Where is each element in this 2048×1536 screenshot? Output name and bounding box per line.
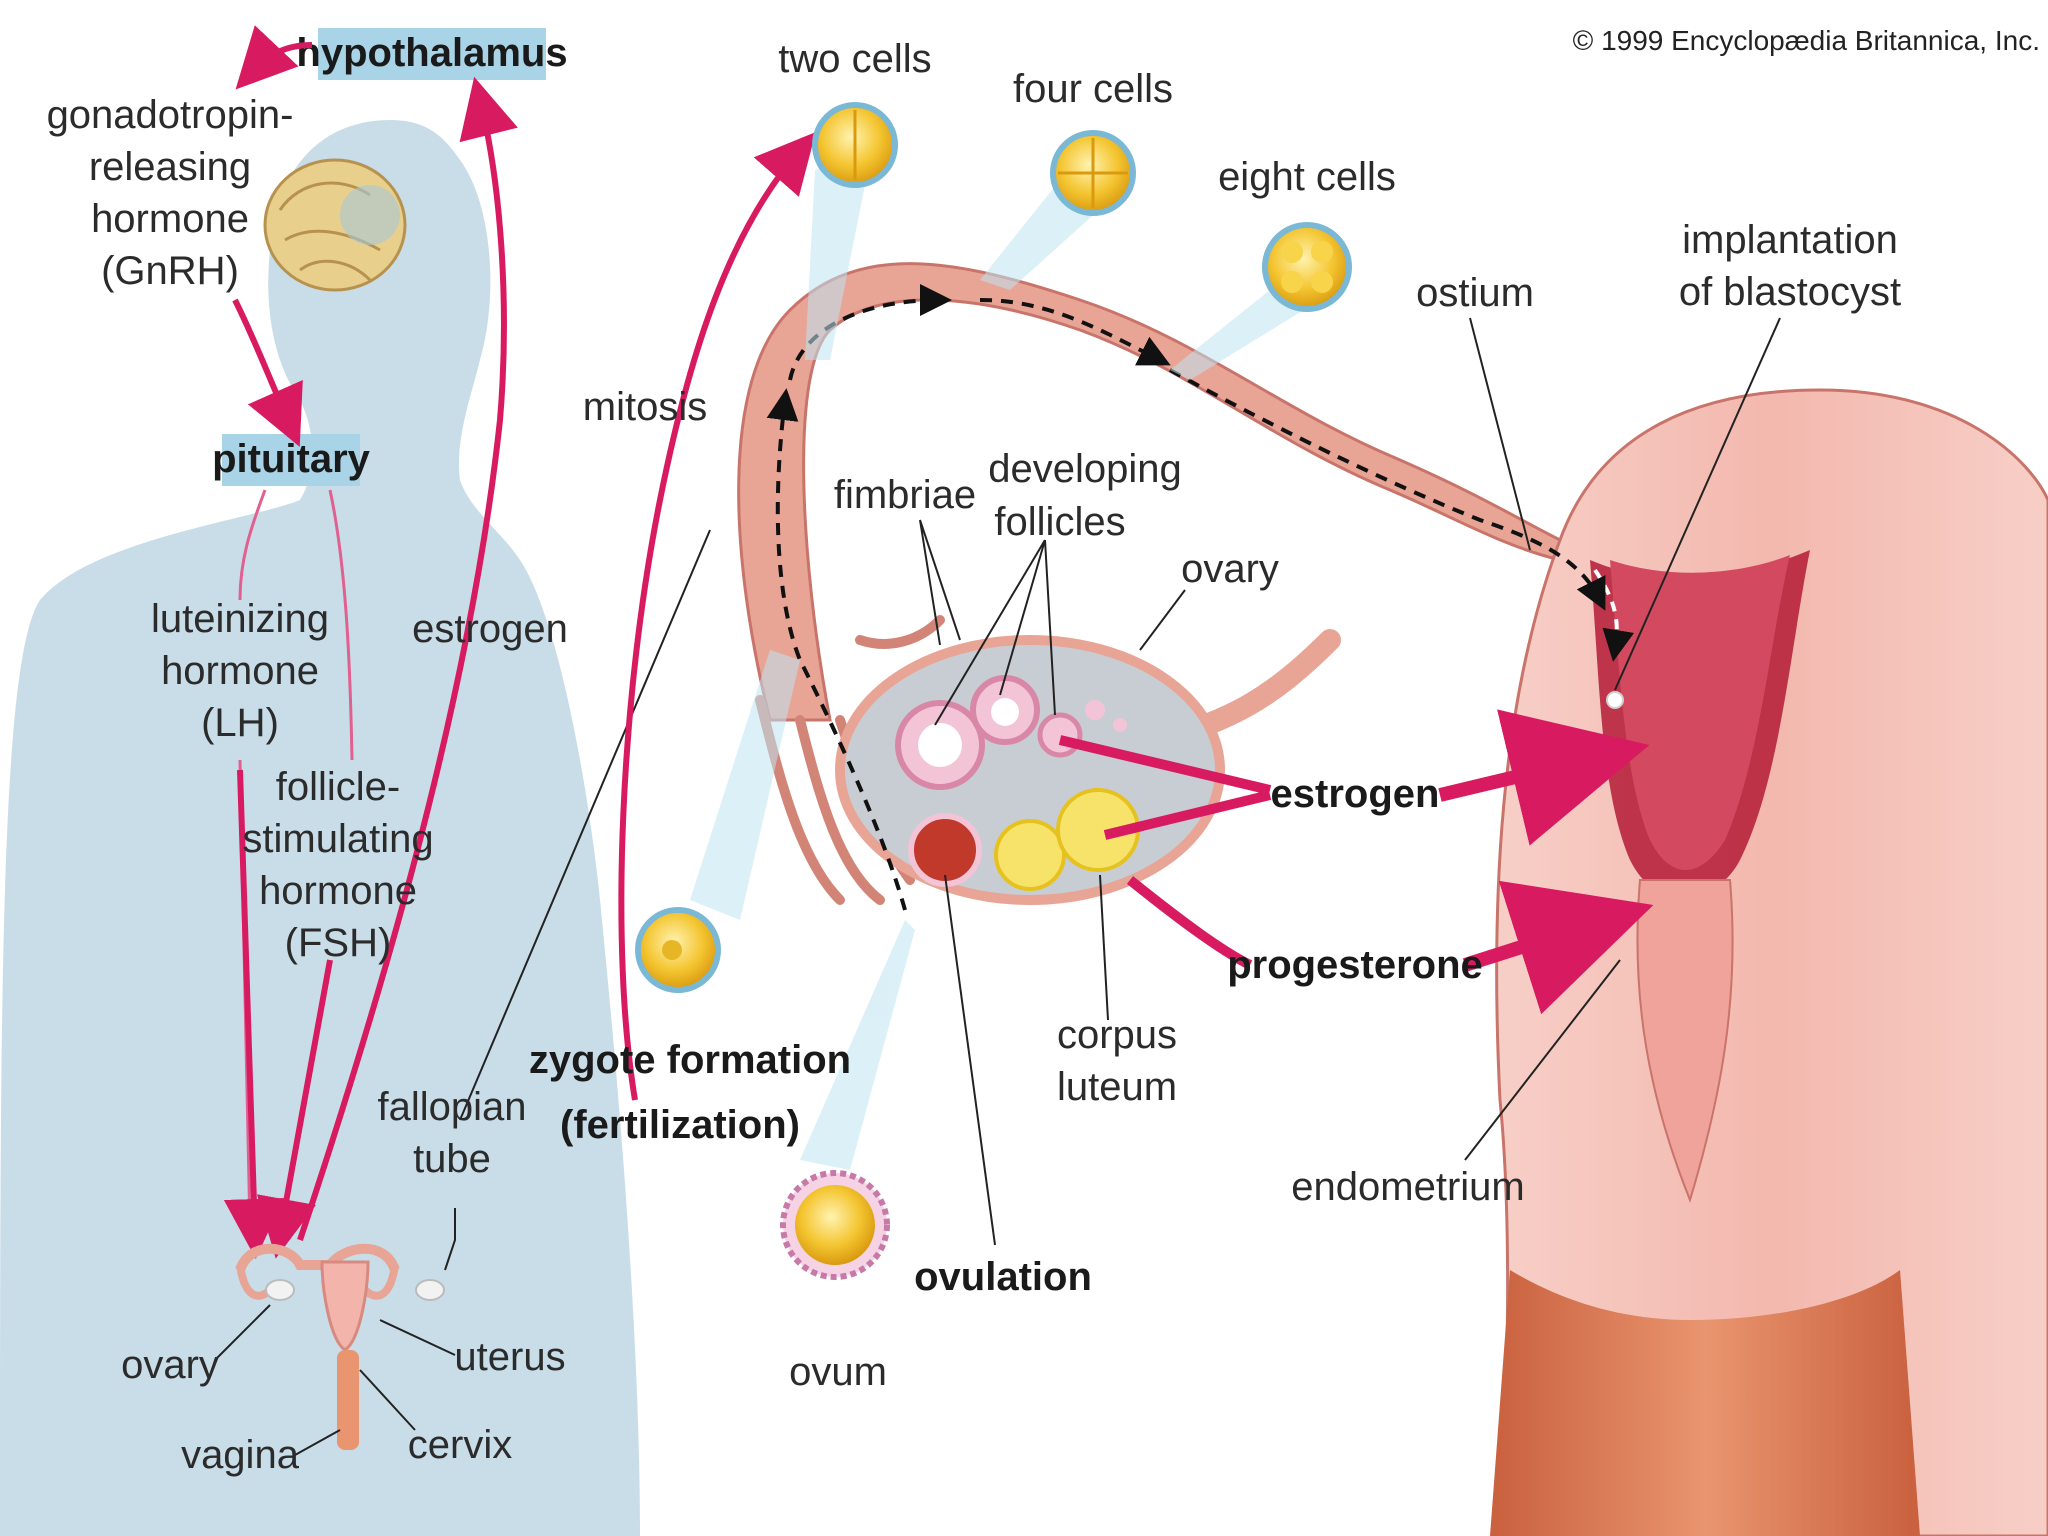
- svg-text:follicle-: follicle-: [276, 765, 400, 809]
- four-cells-label: four cells: [1013, 67, 1173, 111]
- svg-text:(FSH): (FSH): [285, 921, 392, 965]
- ovum-illustration: [780, 1170, 890, 1280]
- estrogen-label-left: estrogen: [412, 607, 568, 651]
- two-cells-label: two cells: [778, 37, 931, 81]
- svg-text:hormone: hormone: [91, 197, 249, 241]
- estrogen-label-right: estrogen: [1271, 772, 1440, 816]
- estrogen-arrow-left: [297, 76, 518, 1241]
- svg-text:fallopian: fallopian: [377, 1085, 526, 1129]
- lh-arrow: [223, 489, 284, 1259]
- fsh-arrow: [256, 489, 354, 1259]
- hypothalamus-label: hypothalamus: [296, 28, 568, 80]
- two-cells-illustration: [812, 102, 898, 188]
- progesterone-arrows: [1126, 876, 1654, 1015]
- right-leader-lines: [919, 317, 1781, 1246]
- gnrh-arrow-to-pituitary: [232, 298, 303, 447]
- svg-text:developing: developing: [988, 447, 1182, 491]
- fallopian-tube-label: fallopian tube: [377, 1085, 526, 1181]
- endometrium-label: endometrium: [1291, 1165, 1524, 1209]
- svg-text:gonadotropin-: gonadotropin-: [47, 93, 294, 137]
- ovulation-label: ovulation: [914, 1255, 1092, 1299]
- brain-illustration: [263, 158, 407, 292]
- small-reproductive-organs: [235, 1243, 445, 1450]
- corpus-luteum-label: corpus luteum: [1057, 1013, 1177, 1109]
- cervix-label: cervix: [408, 1423, 512, 1467]
- fimbriae-label: fimbriae: [834, 473, 976, 517]
- ovary-label-left: ovary: [121, 1343, 219, 1387]
- implantation-label: implantation of blastocyst: [1679, 218, 1901, 314]
- mitosis-label: mitosis: [583, 385, 707, 429]
- svg-text:hormone: hormone: [161, 649, 319, 693]
- svg-text:releasing: releasing: [89, 145, 251, 189]
- eight-cells-label: eight cells: [1218, 155, 1396, 199]
- uterus-large: [1490, 388, 2048, 1536]
- svg-text:corpus: corpus: [1057, 1013, 1177, 1057]
- svg-text:hormone: hormone: [259, 869, 417, 913]
- ostium-label: ostium: [1416, 271, 1534, 315]
- svg-text:stimulating: stimulating: [242, 817, 433, 861]
- svg-text:follicles: follicles: [994, 500, 1125, 544]
- ovary-large: [835, 635, 1225, 905]
- svg-text:luteum: luteum: [1057, 1065, 1177, 1109]
- copyright-notice: © 1999 Encyclopædia Britannica, Inc.: [1573, 25, 2040, 56]
- zygote-illustration: [635, 907, 721, 993]
- left-leader-lines: [214, 529, 711, 1456]
- svg-text:implantation: implantation: [1682, 218, 1898, 262]
- mitosis-arrow: [618, 131, 816, 1101]
- svg-text:hypothalamus: hypothalamus: [296, 31, 567, 75]
- vagina-label: vagina: [181, 1433, 300, 1477]
- four-cells-illustration: [1050, 130, 1136, 216]
- svg-text:(GnRH): (GnRH): [101, 249, 239, 293]
- svg-text:of blastocyst: of blastocyst: [1679, 270, 1901, 314]
- gnrh-label: gonadotropin- releasing hormone (GnRH): [47, 93, 294, 293]
- pituitary-label: pituitary: [212, 434, 371, 486]
- fsh-label: follicle- stimulating hormone (FSH): [242, 765, 433, 965]
- svg-text:pituitary: pituitary: [212, 437, 371, 481]
- svg-text:zygote formation: zygote formation: [529, 1038, 851, 1082]
- ovum-path: [766, 284, 1606, 911]
- eight-cells-illustration: [1262, 222, 1352, 312]
- gnrh-arrow-to-hypothalamus: [235, 25, 313, 90]
- svg-text:luteinizing: luteinizing: [151, 597, 329, 641]
- ovary-label-right: ovary: [1181, 547, 1279, 591]
- svg-text:(fertilization): (fertilization): [560, 1103, 800, 1147]
- zygote-formation-label: zygote formation (fertilization): [529, 1038, 851, 1147]
- svg-text:tube: tube: [413, 1137, 491, 1181]
- estrogen-arrows-right: [1058, 709, 1650, 846]
- uterus-label: uterus: [454, 1335, 565, 1379]
- body-silhouette: [0, 120, 640, 1536]
- progesterone-label: progesterone: [1227, 943, 1483, 987]
- developing-follicles-label: developing follicles: [988, 447, 1182, 544]
- ovum-label: ovum: [789, 1350, 887, 1394]
- lh-label: luteinizing hormone (LH): [151, 597, 329, 745]
- svg-text:(LH): (LH): [201, 701, 279, 745]
